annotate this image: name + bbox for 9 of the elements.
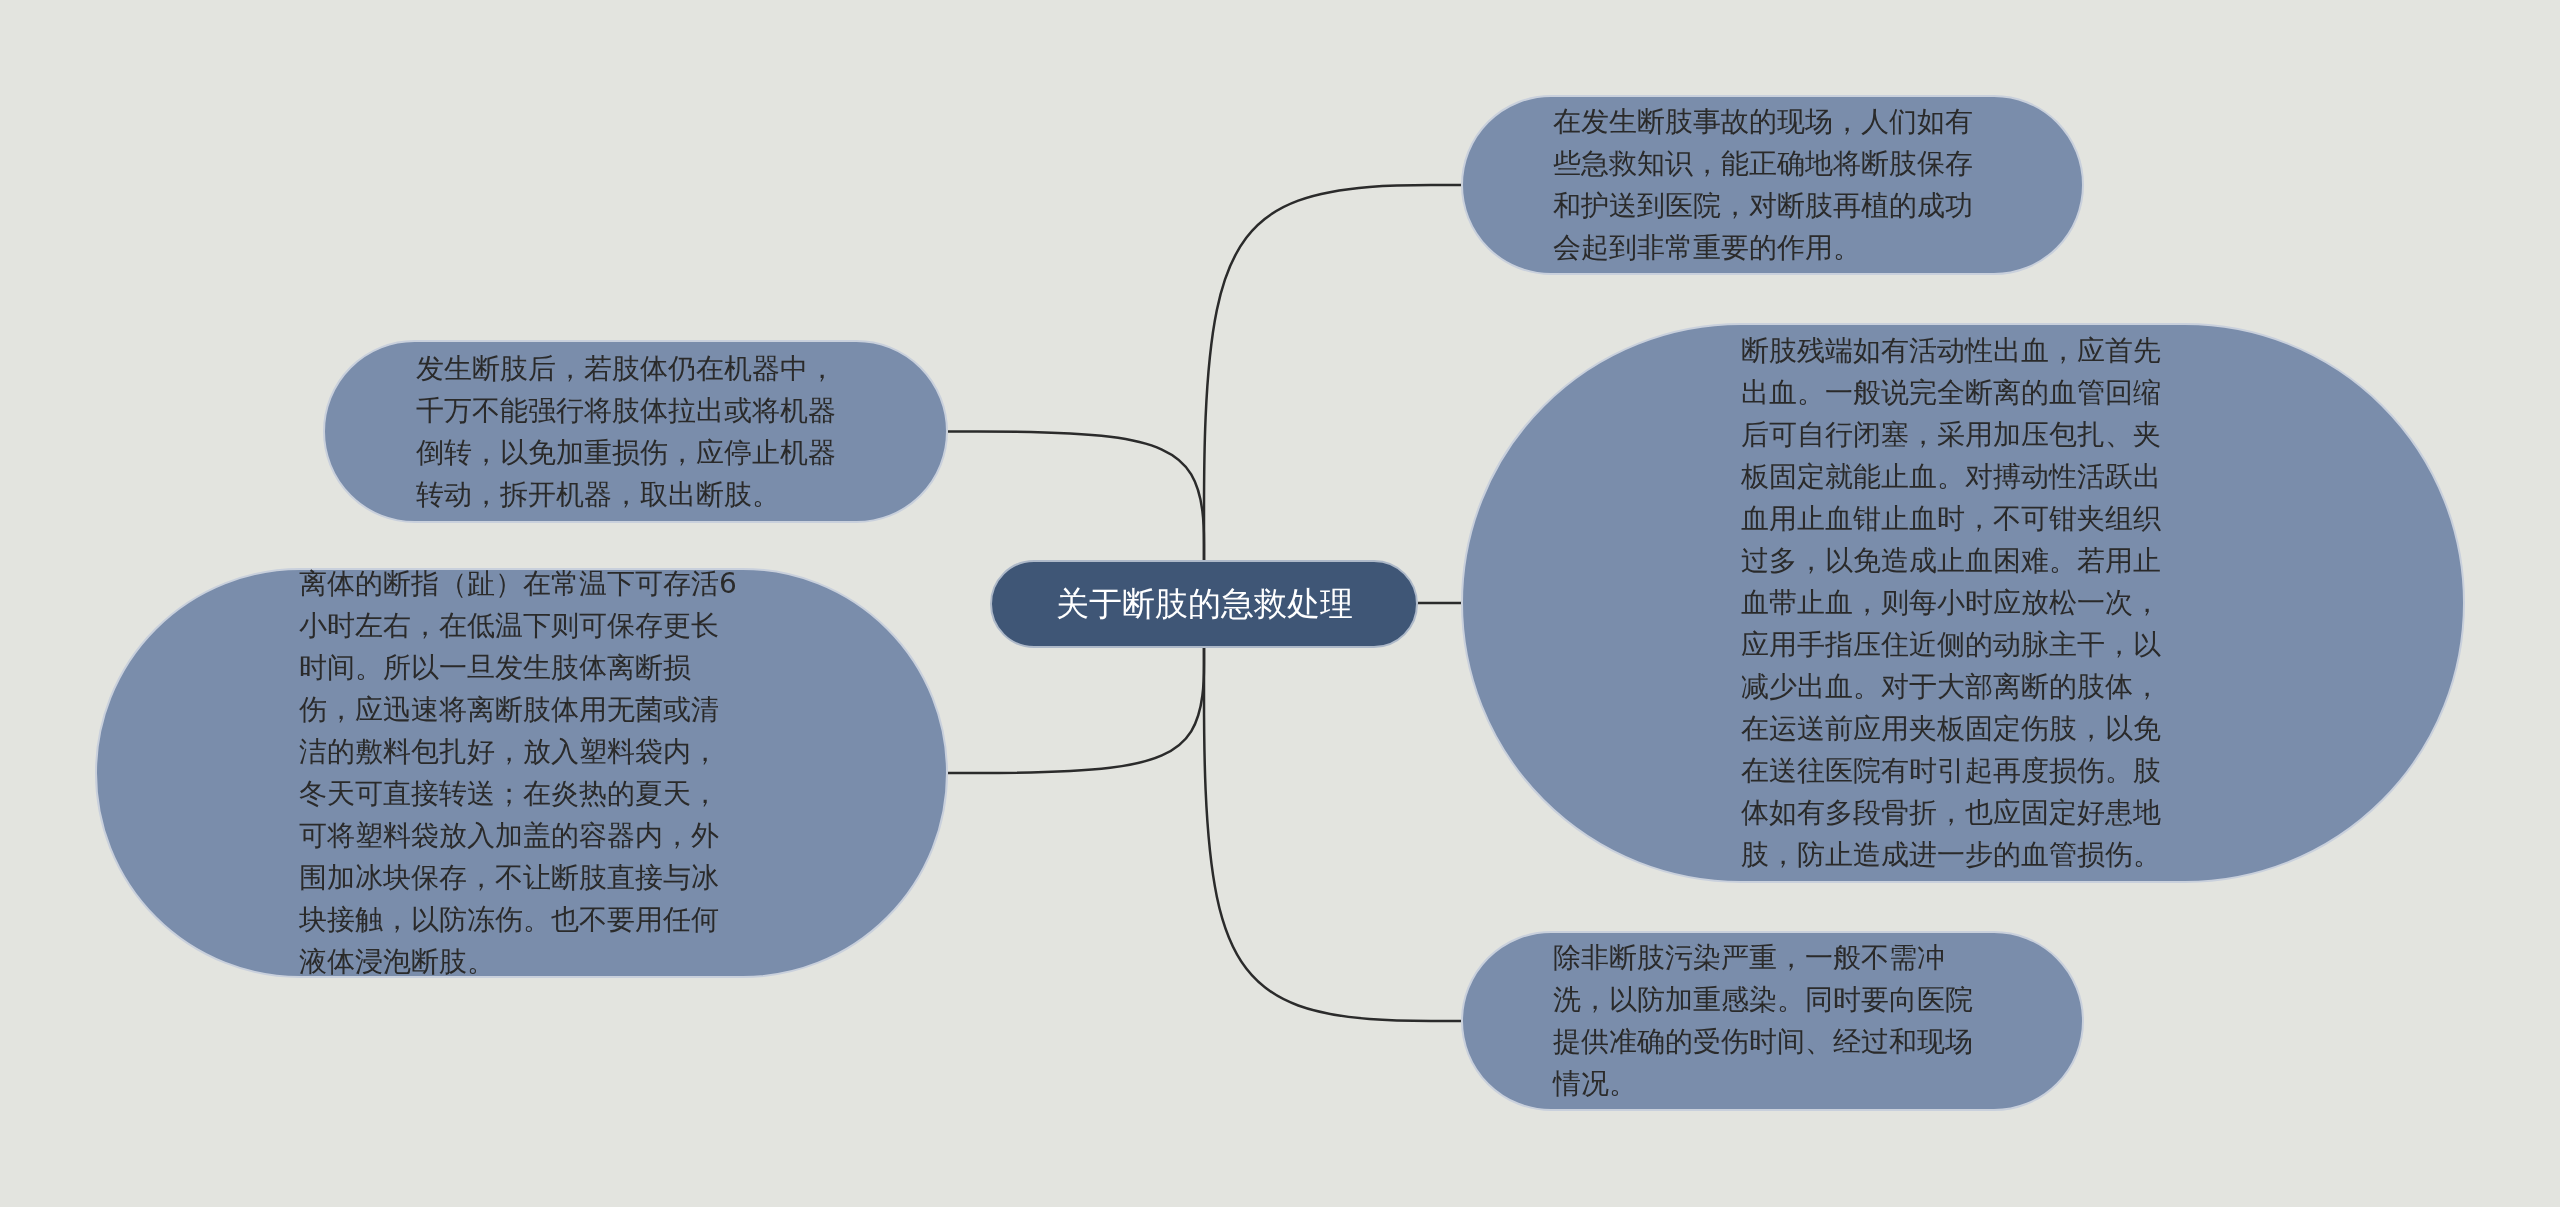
topic-text: 在发生断肢事故的现场，人们如有些急救知识，能正确地将断肢保存和护送到医院，对断肢再植的成功会起到非常重要的作用。 [1552,104,1974,266]
topic-text: 除非断肢污染严重，一般不需冲洗，以防加重感染。同时要向医院提供准确的受伤时间、经过和现场情况。 [1552,940,1974,1102]
connector-line [948,430,1206,560]
topic-text: 发生断肢后，若肢体仍在机器中，千万不能强行将肢体拉出或将机器倒转，以免加重损伤，应停止机器转动，拆开机器，取出断肢。 [415,350,837,513]
topic-text: 离体的断指（趾）在常温下可存活6小时左右，在低温下则可保存更长时间。所以一旦发生肢体离断损伤，应迅速将离断肢体用无菌或清洁的敷料包扎好，放入塑料袋内，冬天可直接转送；在炎热的夏天，可将塑料袋放入加盖的容器内，外围加冰块保存，不让断肢直接与冰块接触，以防冻伤。也不要用任何液体浸泡断肢。 [299,566,738,980]
topic-title: 关于断肢的急救处理 [1055,583,1353,625]
connector-line [1418,601,1461,605]
topic-text: 断肢残端如有活动性出血，应首先出血。一般说完全断离的血管回缩后可自行闭塞，采用加压包扎、夹板固定就能止血。对搏动性活跃出血用止血钳止血时，不可钳夹组织过多，以免造成止血困难。若用止血带止血，则每小时应放松一次，应用手指压住近侧的动脉主干，以减少出血。对于大部离断的肢体，在运送前应用夹板固定伤肢，以免在送往医院有时引起再度损伤。肢体如有多段骨折，也应固定好患地肢，防止造成进一步的血管损伤。 [1740,333,2162,873]
connector-line [948,648,1206,775]
